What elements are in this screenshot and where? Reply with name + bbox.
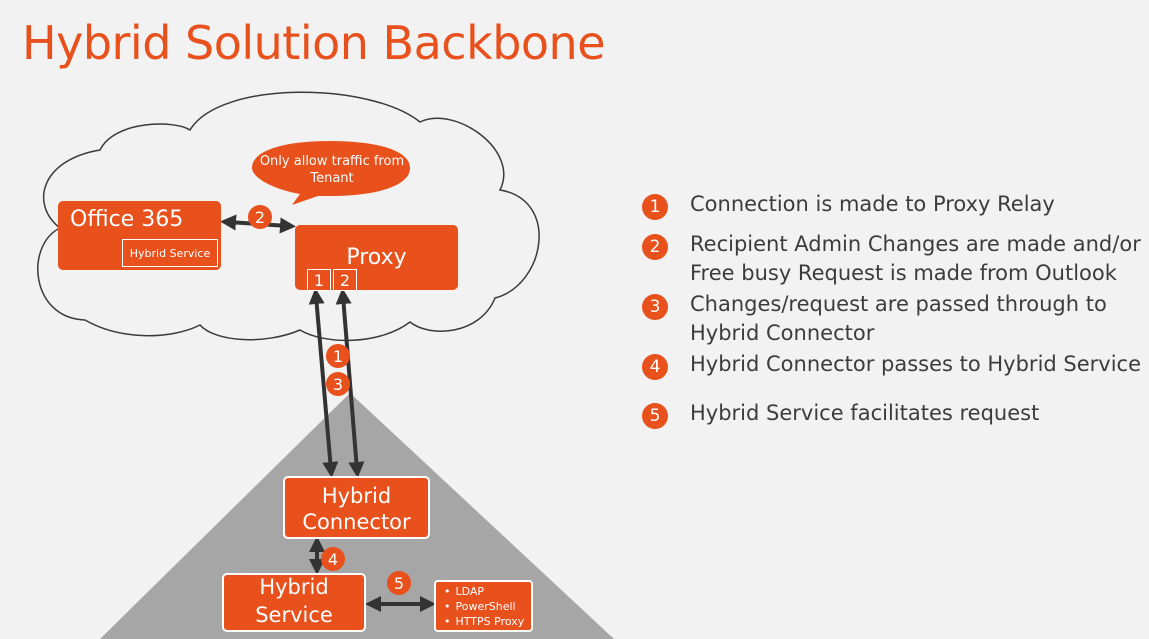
legend-number: 1 (642, 194, 668, 220)
proxy-port-1: 1 (307, 269, 331, 291)
step-badge-5: 5 (387, 571, 411, 595)
legend-number: 4 (642, 354, 668, 380)
office365-label: Office 365 (70, 207, 184, 232)
legend-number: 2 (642, 234, 668, 260)
legend-text: Hybrid Connector passes to Hybrid Servic… (690, 352, 1142, 376)
protocols-list: LDAP PowerShell HTTPS Proxy (438, 584, 525, 629)
step-badge-2: 2 (248, 205, 272, 229)
hybrid-connector-label: Hybrid Connector (302, 484, 411, 534)
legend-number: 3 (642, 294, 668, 320)
legend-number: 5 (642, 403, 668, 429)
arrow-proxy-connector-2 (335, 288, 365, 478)
callout-text: Only allow traffic from Tenant (259, 154, 405, 186)
step-badge-3: 3 (326, 372, 350, 396)
hybrid-service-box: Hybrid Service (222, 573, 366, 632)
office365-box: Office 365 Hybrid Service (58, 201, 221, 270)
hybrid-service-label: Hybrid Service (255, 575, 333, 627)
proxy-box: Proxy 1 2 (295, 225, 458, 291)
protocol-item: HTTPS Proxy (444, 614, 525, 629)
step-badge-4: 4 (321, 547, 345, 571)
protocol-item: PowerShell (444, 599, 524, 614)
step-badge-1: 1 (326, 344, 350, 368)
legend-text: Connection is made to Proxy Relay (690, 192, 1055, 216)
proxy-port-2: 2 (333, 269, 357, 291)
office365-hybrid-service-box: Hybrid Service (122, 239, 218, 267)
proxy-label: Proxy (346, 245, 407, 270)
callout-bubble (252, 141, 410, 205)
legend-text: Changes/request are passed through to Hy… (690, 292, 1107, 345)
protocols-box: LDAP PowerShell HTTPS Proxy (434, 580, 533, 632)
legend-text: Hybrid Service facilitates request (690, 401, 1040, 425)
hybrid-connector-box: Hybrid Connector (283, 476, 430, 539)
page-title: Hybrid Solution Backbone (22, 16, 606, 70)
arrow-proxy-connector-1 (308, 288, 339, 478)
legend-text: Recipient Admin Changes are made and/or … (690, 232, 1141, 285)
protocol-item: LDAP (444, 584, 524, 599)
